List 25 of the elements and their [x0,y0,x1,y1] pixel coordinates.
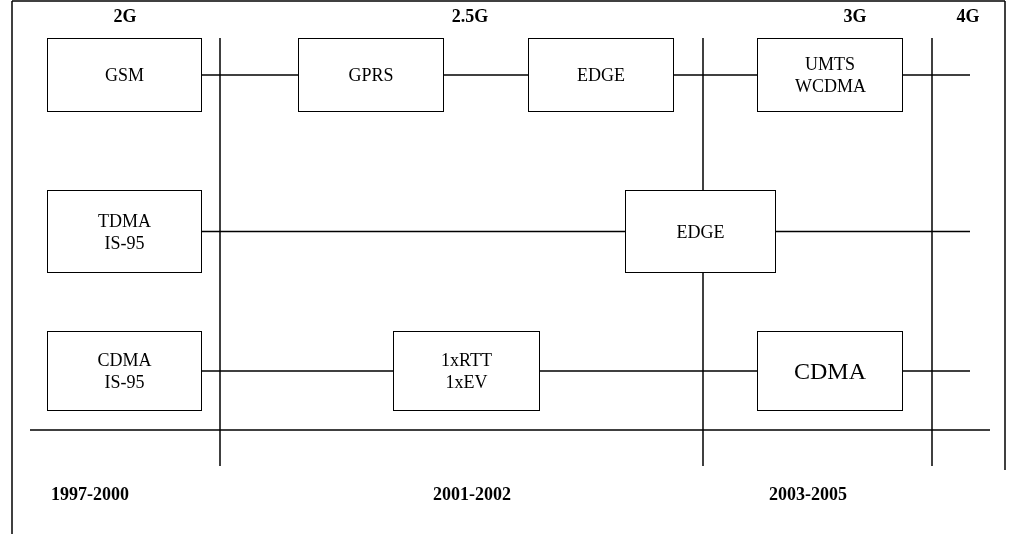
year-range-label: 2001-2002 [433,484,511,505]
technology-box: 1xRTT 1xEV [393,331,540,411]
technology-box: CDMA IS-95 [47,331,202,411]
connector-line [201,74,299,76]
technology-box: TDMA IS-95 [47,190,202,273]
technology-box: EDGE [625,190,776,273]
generation-label: 3G [843,6,867,27]
connector-line [775,230,971,233]
year-range-label: 1997-2000 [51,484,129,505]
connector-line [201,370,394,372]
technology-box: GSM [47,38,202,112]
connector-line [902,370,971,372]
technology-box: GPRS [298,38,444,112]
connector-line [539,370,758,372]
connector-line [201,230,626,233]
connector-line [443,74,529,76]
year-range-label: 2003-2005 [769,484,847,505]
technology-box: UMTS WCDMA [757,38,903,112]
connector-line [902,74,971,76]
generation-label: 4G [956,6,980,27]
technology-box: CDMA [757,331,903,411]
technology-box: EDGE [528,38,674,112]
generation-label: 2G [113,6,137,27]
generation-label: 2.5G [451,6,489,27]
connector-line [673,74,758,76]
